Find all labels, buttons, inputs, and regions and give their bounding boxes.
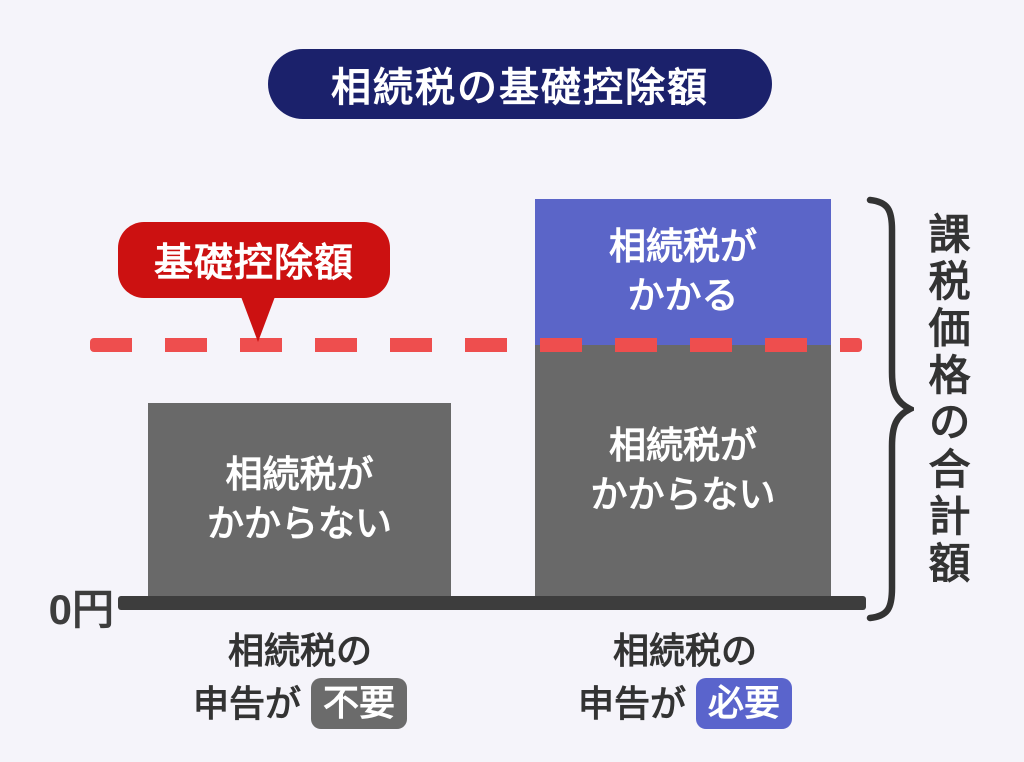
caption-left-prefix: 申告が <box>192 683 301 725</box>
deduction-callout-label: 基礎控除額 <box>153 242 354 285</box>
caption-left-line2: 申告が 不要 <box>148 678 452 730</box>
curly-brace <box>866 196 914 622</box>
bar-left-label: 相続税が かからない <box>207 451 392 549</box>
bar-right-taxed-label-line2: かかる <box>627 275 739 316</box>
taxable-total-vertical-label: 課税価格の合計額 <box>923 212 970 588</box>
deduction-callout-bubble: 基礎控除額 <box>118 222 390 298</box>
deduction-threshold-dashed-line <box>90 338 862 352</box>
bar-left-label-line1: 相続税が <box>225 453 374 495</box>
caption-right-line1: 相続税の <box>612 630 757 671</box>
caption-left: 相続税の 申告が 不要 <box>148 629 452 730</box>
bar-right-taxed: 相続税が かかる <box>535 199 831 345</box>
axis-baseline <box>118 596 866 610</box>
bar-right-taxed-label: 相続税が かかる <box>609 223 757 321</box>
bar-right-no-tax-label-line2: かからない <box>590 473 776 515</box>
not-required-badge: 不要 <box>311 678 408 730</box>
bar-right-no-tax-label: 相続税が かからない <box>591 422 776 520</box>
title-pill: 相続税の基礎控除額 <box>268 49 772 119</box>
bar-left-no-tax: 相続税が かからない <box>148 403 451 596</box>
caption-right-prefix: 申告が <box>577 683 686 725</box>
caption-right-line2: 申告が 必要 <box>533 678 837 730</box>
page-title: 相続税の基礎控除額 <box>331 66 709 110</box>
caption-left-line1: 相続税の <box>227 630 372 671</box>
caption-right: 相続税の 申告が 必要 <box>533 629 837 730</box>
axis-zero-label: 0円 <box>48 586 114 633</box>
bar-left-label-line2: かからない <box>207 502 392 544</box>
deduction-callout-tail <box>240 294 276 342</box>
bar-right-no-tax-label-line1: 相続税が <box>609 424 757 466</box>
bar-right-taxed-label-line1: 相続税が <box>609 226 757 268</box>
bar-right-no-tax: 相続税が かからない <box>535 345 831 596</box>
required-badge: 必要 <box>696 678 793 730</box>
